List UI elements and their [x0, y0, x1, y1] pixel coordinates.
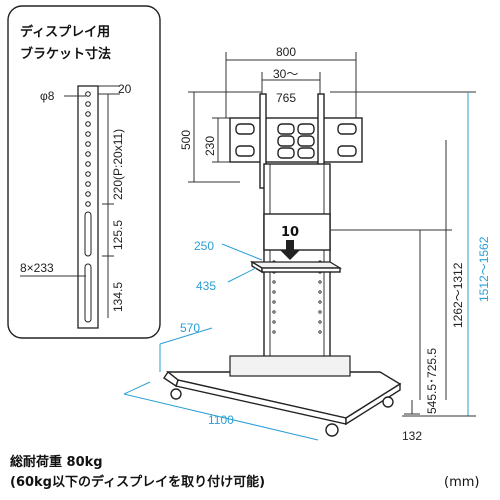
unit-label: (mm): [444, 475, 479, 490]
bracket-hole: [85, 91, 91, 97]
bracket-panel-title-line2: ブラケット寸法: [20, 46, 111, 62]
bracket-hole: [85, 191, 91, 197]
bracket-hole: [85, 151, 91, 157]
mounting-slot: [337, 123, 357, 135]
width-total-label: 800: [276, 45, 296, 59]
bracket-dimension-panel: ディスプレイ用 ブラケット寸法 φ8 20: [7, 5, 161, 339]
bracket-height-label: 230: [203, 136, 217, 156]
mounting-slot: [297, 123, 315, 135]
shelf-load-label: 10: [281, 225, 299, 240]
center-height-label: 545.5･725.5: [425, 348, 439, 414]
height-total-label: 500: [179, 130, 193, 150]
base-width-ext: [123, 381, 151, 395]
caster-right: [382, 396, 394, 408]
bracket-hole: [85, 181, 91, 187]
base-column-foot: [229, 355, 351, 377]
shelf-front: [261, 267, 341, 273]
height-range-center-label: 1262～1312: [451, 262, 465, 328]
base-width-dimension-line: [123, 393, 319, 441]
stand-base: [163, 355, 402, 437]
bracket-hole: [85, 111, 91, 117]
bracket-slot: [84, 211, 92, 257]
mounting-slot: [277, 147, 295, 159]
pillar-cover: [263, 213, 331, 251]
shelf-depth-leader: [227, 267, 257, 283]
shelf-width-label: 250: [194, 239, 214, 253]
mounting-frame: [229, 93, 363, 189]
total-load-label: 総耐荷重 80kg: [10, 454, 103, 470]
lower-offset-label: 134.5: [111, 282, 125, 312]
bracket-hole: [85, 161, 91, 167]
slot-spacing-label: 125.5: [111, 220, 125, 250]
caster-left: [170, 388, 182, 400]
mounting-slot: [297, 147, 315, 159]
shelf-width-leader: [221, 243, 263, 261]
base-front-right: [345, 382, 401, 426]
bracket-range-label: 30～: [273, 67, 298, 81]
bracket-hole: [85, 101, 91, 107]
mounting-slot: [235, 123, 255, 135]
mounting-slot: [337, 145, 357, 157]
mounting-slot: [277, 135, 295, 147]
bracket-slot: [84, 263, 92, 323]
base-side: [163, 370, 179, 388]
shelf-load-arrow: [280, 240, 300, 260]
mounting-slot: [297, 135, 315, 147]
hole-pitch-label: 220(P:20x11): [111, 129, 125, 200]
base-depth-label: 570: [180, 321, 200, 335]
stand-drawing: 800 30～ 765 500 230: [123, 45, 491, 443]
shelf-depth-label: 435: [196, 279, 216, 293]
base-depth-dimension-line: [159, 327, 213, 345]
base-height-label: 132: [402, 429, 422, 443]
mounting-slot: [235, 145, 255, 157]
bracket-width-label: 765: [276, 91, 296, 105]
caster-front: [325, 423, 339, 437]
display-weight-note: (60kg以下のディスプレイを取り付け可能): [10, 474, 265, 490]
mounting-slot: [277, 123, 295, 135]
bracket-hole: [85, 131, 91, 137]
shelf-top: [249, 261, 343, 269]
offset-top-label: 20: [118, 82, 132, 96]
bracket-hole: [85, 171, 91, 177]
bracket-panel-title-line1: ディスプレイ用: [20, 24, 110, 40]
bracket-hole: [85, 201, 91, 207]
bracket-bar: [77, 85, 99, 329]
slot-size-label: 8×233: [20, 261, 54, 275]
base-width-label: 1100: [208, 413, 234, 427]
bracket-holes: [85, 91, 91, 207]
bracket-hole: [85, 141, 91, 147]
height-range-total-label: 1512～1562: [477, 236, 491, 302]
hole-diameter-label: φ8: [40, 89, 55, 103]
hanging-bracket-left: [259, 93, 267, 189]
shelf: 10: [249, 225, 343, 274]
bracket-hole: [85, 121, 91, 127]
